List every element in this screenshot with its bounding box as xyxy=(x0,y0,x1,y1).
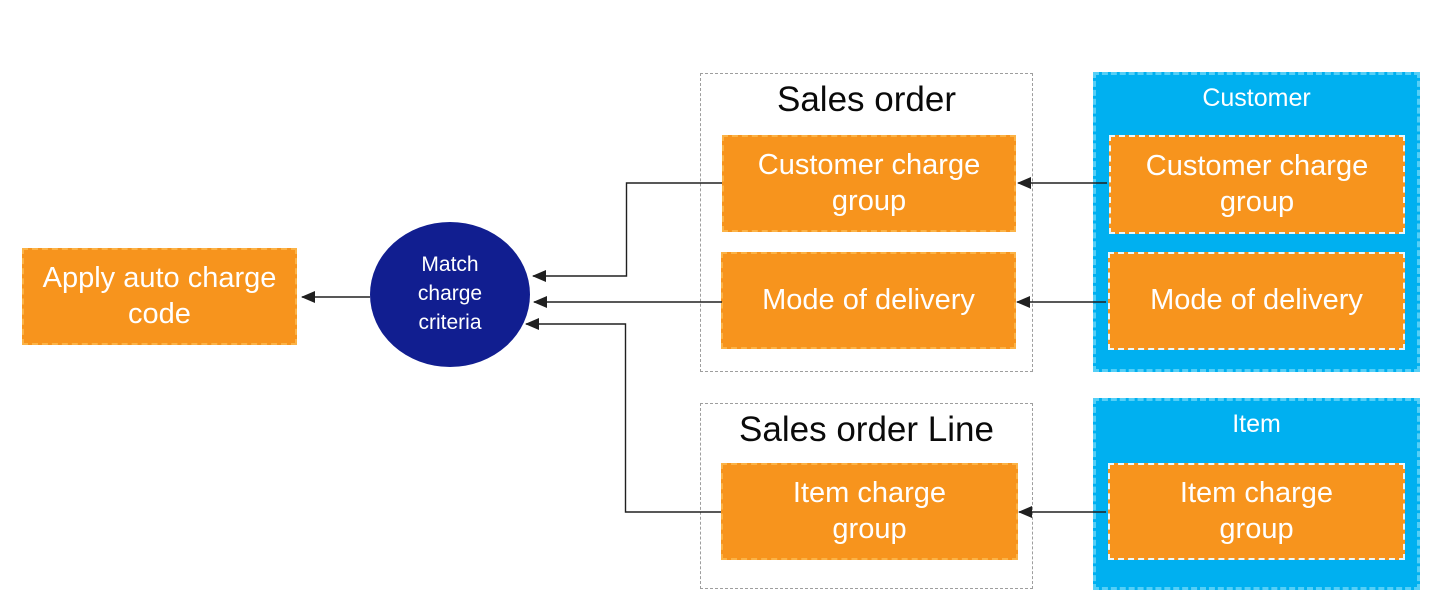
box-label: Item charge group xyxy=(1179,476,1334,545)
match-charge-criteria-label: Match charge criteria xyxy=(417,253,483,334)
group-sales-order-line: Sales order Line Item charge group xyxy=(700,403,1033,589)
box-label: Item charge group xyxy=(792,476,947,545)
apply-auto-charge-code-label: Apply auto charge code xyxy=(42,262,277,330)
box-customer-customer-charge-group: Customer charge group xyxy=(1109,135,1405,234)
box-sales-order-mode-of-delivery: Mode of delivery xyxy=(721,252,1016,349)
node-match-charge-criteria: Match charge criteria xyxy=(370,222,530,367)
box-label: Mode of delivery xyxy=(1150,284,1363,317)
group-title-sales-order: Sales order xyxy=(777,80,956,119)
box-item-item-charge-group: Item charge group xyxy=(1108,463,1405,560)
box-label: Mode of delivery xyxy=(762,283,975,316)
group-title-customer: Customer xyxy=(1202,84,1311,112)
box-sales-order-line-item-charge-group: Item charge group xyxy=(721,463,1018,560)
box-customer-mode-of-delivery: Mode of delivery xyxy=(1108,252,1405,350)
arrow-sales-order-line-item-charge-group-to-match xyxy=(525,318,721,513)
group-sales-order: Sales order Customer charge group Mode o… xyxy=(700,73,1033,372)
group-title-sales-order-line: Sales order Line xyxy=(739,410,994,449)
box-label: Customer charge group xyxy=(1145,149,1369,218)
arrow-sales-order-customer-charge-group-to-match xyxy=(532,182,722,282)
box-sales-order-customer-charge-group: Customer charge group xyxy=(722,135,1016,232)
group-title-item: Item xyxy=(1232,410,1281,438)
node-apply-auto-charge-code: Apply auto charge code xyxy=(22,248,297,345)
box-label: Customer charge group xyxy=(757,148,981,217)
group-customer: Customer Customer charge group Mode of d… xyxy=(1093,72,1420,372)
group-item: Item Item charge group xyxy=(1093,398,1420,590)
